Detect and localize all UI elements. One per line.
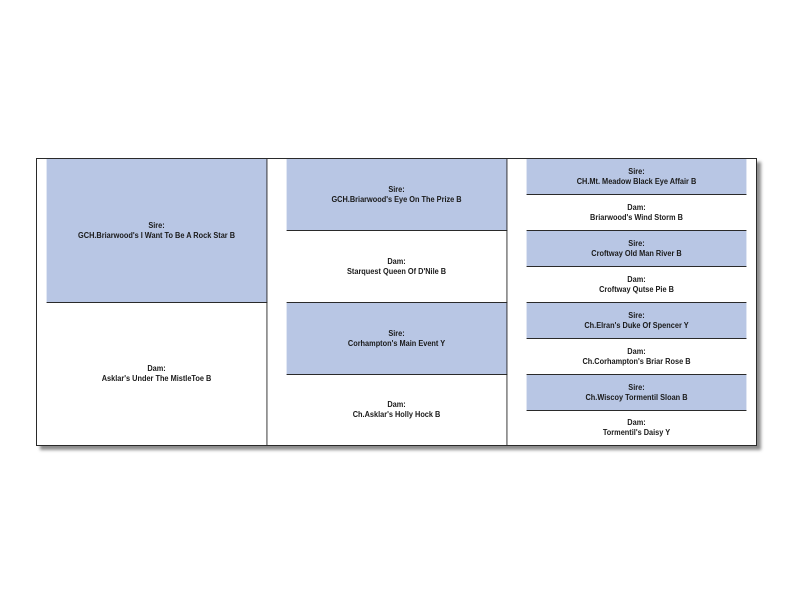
gen2-sire-2-role: Sire: xyxy=(388,328,405,338)
gen3-sire-3-name: Ch.Elran's Duke Of Spencer Y xyxy=(584,320,689,330)
gen1-sire-cell: Sire: GCH.Briarwood's I Want To Be A Roc… xyxy=(46,159,268,303)
gen3-dam-3-role: Dam: xyxy=(627,346,646,356)
gen2-sire-2-cell: Sire: Corhampton's Main Event Y xyxy=(286,303,508,375)
gen2-sire-1-name: GCH.Briarwood's Eye On The Prize B xyxy=(331,194,462,204)
pedigree-chart: Sire: GCH.Briarwood's I Want To Be A Roc… xyxy=(36,158,757,446)
gen3-dam-1-cell: Dam: Briarwood's Wind Storm B xyxy=(526,195,747,231)
gen1-dam-role: Dam: xyxy=(147,364,166,373)
gen2-sire-1-role: Sire: xyxy=(388,184,405,194)
gen3-dam-2-cell: Dam: Croftway Qutse Pie B xyxy=(526,267,747,303)
gen3-dam-4-role: Dam: xyxy=(627,418,646,427)
gen2-sire-2-name: Corhampton's Main Event Y xyxy=(347,338,446,348)
gen3-dam-3-name: Ch.Corhampton's Briar Rose B xyxy=(582,356,691,366)
gen1-sire-role: Sire: xyxy=(148,220,165,230)
gen3-sire-4-cell: Sire: Ch.Wiscoy Tormentil Sloan B xyxy=(526,375,747,411)
gen2-dam-1-role: Dam: xyxy=(387,256,406,266)
gen3-dam-1-name: Briarwood's Wind Storm B xyxy=(590,212,683,222)
gen3-sire-1-cell: Sire: CH.Mt. Meadow Black Eye Affair B xyxy=(526,159,747,195)
gen2-dam-2-cell: Dam: Ch.Asklar's Holly Hock B xyxy=(286,375,508,445)
gen3-sire-4-name: Ch.Wiscoy Tormentil Sloan B xyxy=(585,392,688,402)
gen2-dam-2-name: Ch.Asklar's Holly Hock B xyxy=(352,410,441,419)
gen2-sire-1-cell: Sire: GCH.Briarwood's Eye On The Prize B xyxy=(286,159,508,231)
gen3-sire-2-role: Sire: xyxy=(628,238,645,248)
gen3-dam-3-cell: Dam: Ch.Corhampton's Briar Rose B xyxy=(526,339,747,375)
gen3-sire-3-cell: Sire: Ch.Elran's Duke Of Spencer Y xyxy=(526,303,747,339)
gen3-sire-1-name: CH.Mt. Meadow Black Eye Affair B xyxy=(576,176,697,186)
gen1-dam-name: Asklar's Under The MistleToe B xyxy=(101,374,212,383)
gen2-dam-2-role: Dam: xyxy=(387,400,406,409)
gen3-sire-2-name: Croftway Old Man River B xyxy=(591,248,682,258)
gen3-dam-2-role: Dam: xyxy=(627,274,646,284)
gen3-sire-1-role: Sire: xyxy=(628,166,645,176)
gen1-dam-cell: Dam: Asklar's Under The MistleToe B xyxy=(46,303,268,445)
gen3-sire-3-role: Sire: xyxy=(628,310,645,320)
gen3-dam-4-cell: Dam: Tormentil's Daisy Y xyxy=(526,411,747,445)
gen3-dam-2-name: Croftway Qutse Pie B xyxy=(599,284,674,294)
gen3-sire-2-cell: Sire: Croftway Old Man River B xyxy=(526,231,747,267)
gen2-dam-1-name: Starquest Queen Of D'Nile B xyxy=(346,266,447,276)
gen3-dam-1-role: Dam: xyxy=(627,202,646,212)
gen1-sire-name: GCH.Briarwood's I Want To Be A Rock Star… xyxy=(78,230,236,240)
gen3-dam-4-name: Tormentil's Daisy Y xyxy=(602,428,671,437)
gen2-dam-1-cell: Dam: Starquest Queen Of D'Nile B xyxy=(286,231,508,303)
gen3-sire-4-role: Sire: xyxy=(628,382,645,392)
